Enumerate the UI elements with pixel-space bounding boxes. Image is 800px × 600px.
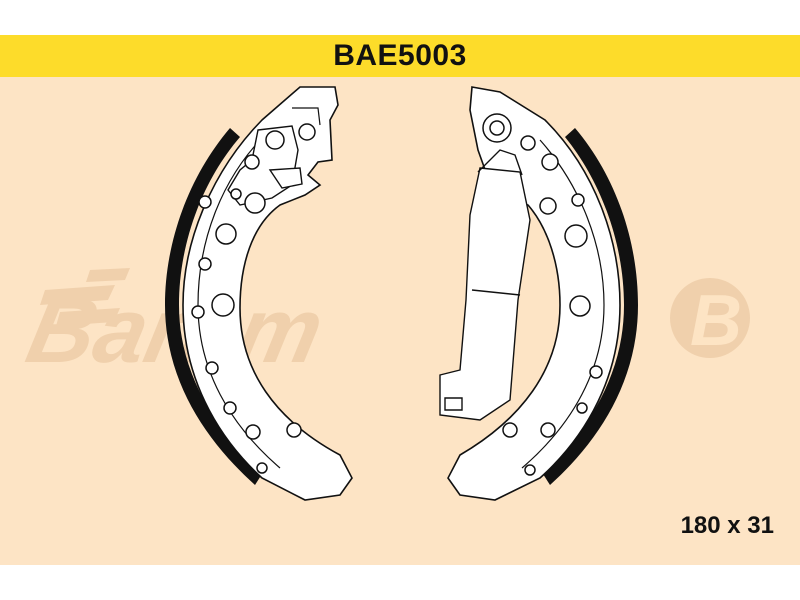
watermark-badge-letter: B [690, 281, 742, 361]
left-web-line [197, 107, 321, 469]
right-rivet-holes [482, 113, 603, 476]
right-brake-shoe [439, 86, 638, 501]
right-adjuster-lever [439, 149, 531, 421]
right-friction-lining [543, 128, 638, 485]
watermark-speed-stripe [40, 285, 115, 305]
right-shoe-body [447, 86, 621, 501]
watermark-logo: Barum B [19, 268, 750, 382]
watermark-speed-stripe [56, 308, 120, 326]
part-number-title: BAE5003 [333, 39, 467, 72]
watermark-speed-stripe [86, 268, 130, 282]
left-friction-lining [165, 128, 262, 485]
right-web-line [521, 139, 605, 469]
dimensions-label: 180 x 31 [680, 512, 774, 539]
header-bar [0, 35, 800, 77]
watermark-badge [670, 278, 750, 358]
left-rivet-holes [191, 123, 316, 474]
left-brake-shoe [165, 86, 353, 501]
diagram-background [0, 35, 800, 565]
